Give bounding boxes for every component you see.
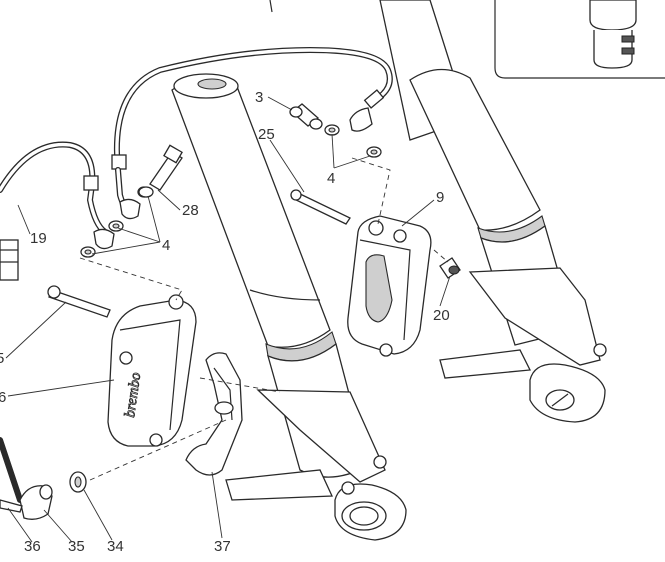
callout-28: 28	[182, 202, 199, 219]
callout-35: 35	[68, 538, 85, 555]
brake-caliper-9	[347, 215, 432, 357]
caliper-bolt-5	[47, 285, 111, 318]
right-fork-leg	[379, 0, 607, 423]
callout-37: 37	[214, 538, 231, 555]
banjo-bolt-3	[289, 103, 323, 130]
washers-4-lower	[80, 186, 154, 258]
bolt-36	[0, 499, 23, 513]
callout-4-upper: 4	[327, 170, 336, 187]
callout-25: 25	[258, 126, 275, 143]
washer-34	[69, 471, 87, 493]
detail-inset	[494, 0, 665, 79]
bracket-37	[185, 352, 243, 476]
brake-hose-19	[0, 141, 141, 503]
callout-4-lower: 4	[162, 237, 171, 254]
callout-34: 34	[107, 538, 124, 555]
alignment-lines	[79, 157, 449, 481]
left-fork-leg	[171, 73, 407, 541]
callout-36: 36	[24, 538, 41, 555]
leader-lines	[5, 96, 451, 543]
callout-9: 9	[436, 189, 445, 206]
brake-switch-connector	[0, 239, 19, 281]
fitting-35	[19, 484, 53, 520]
washers-4-upper	[324, 124, 382, 158]
callout-5: 5	[0, 350, 5, 367]
brake-caliper-6: brembo	[107, 294, 197, 447]
bleed-screw-20	[439, 257, 461, 279]
brake-hose-upper	[113, 0, 393, 173]
caliper-logo: brembo	[122, 371, 144, 419]
callout-6: 6	[0, 389, 7, 406]
callout-19: 19	[30, 230, 47, 247]
caliper-bolt-25	[290, 189, 351, 225]
callout-3: 3	[255, 89, 264, 106]
callout-20: 20	[433, 307, 450, 324]
